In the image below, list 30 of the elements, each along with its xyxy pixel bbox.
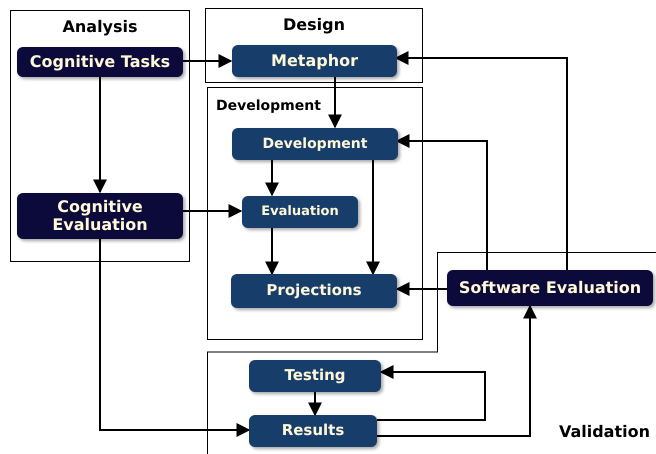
arrow bbox=[396, 282, 447, 296]
section-heading: Validation bbox=[558, 421, 650, 443]
section-box bbox=[10, 10, 190, 262]
process-box: Cognitive Evaluation bbox=[17, 193, 183, 239]
arrow bbox=[265, 227, 279, 276]
section-heading: Development bbox=[216, 97, 321, 116]
process-box: Development bbox=[232, 128, 398, 160]
arrow bbox=[93, 76, 107, 194]
arrow bbox=[265, 159, 279, 196]
arrow bbox=[394, 51, 568, 270]
arrow bbox=[328, 76, 342, 128]
process-box: Metaphor bbox=[232, 45, 397, 77]
arrow bbox=[182, 204, 242, 218]
process-box: Software Evaluation bbox=[447, 270, 653, 306]
section-box bbox=[205, 8, 423, 83]
section-heading: Analysis bbox=[62, 16, 138, 38]
arrow bbox=[182, 54, 232, 68]
process-box: Results bbox=[249, 415, 377, 447]
process-box: Projections bbox=[231, 274, 397, 308]
section-outline bbox=[207, 252, 656, 454]
arrow bbox=[308, 392, 322, 416]
arrow bbox=[377, 365, 486, 421]
process-box: Evaluation bbox=[242, 196, 358, 228]
arrow bbox=[396, 134, 488, 270]
arrow bbox=[377, 304, 537, 437]
section-heading: Design bbox=[283, 14, 345, 36]
arrow bbox=[366, 159, 380, 276]
process-box: Testing bbox=[249, 360, 381, 392]
process-box: Cognitive Tasks bbox=[17, 47, 183, 77]
arrow bbox=[99, 238, 250, 437]
